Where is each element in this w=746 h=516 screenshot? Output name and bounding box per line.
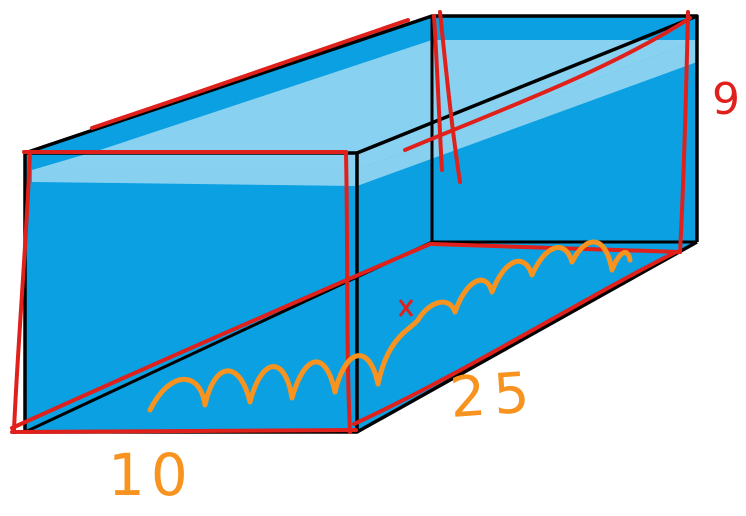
red-cross-mark [398,299,414,317]
red-right-vertical [678,10,690,254]
red-left-vertical [12,150,32,432]
height-label: 9 [712,74,740,125]
red-top-right-stroke [403,16,692,152]
width-label: 10 [108,441,194,509]
water-front-face [25,178,357,432]
red-back-vertical [438,10,462,184]
length-label: 25 [447,360,540,431]
red-top-left-stroke [90,18,410,130]
orange-zigzag-scribble [147,239,633,413]
red-front-right-vertical [344,150,352,434]
red-bottom-left-diagonal [10,242,432,430]
water-surface [32,40,697,186]
red-bottom-front-edge [10,428,358,434]
red-annotations [10,10,692,434]
bottom-right-edge [356,240,698,434]
top-edges [24,14,699,155]
water-right-face [357,42,697,432]
red-back-vertical-2 [432,14,444,172]
water-surface-top [32,40,697,170]
red-bottom-right-diagonal [352,250,678,426]
